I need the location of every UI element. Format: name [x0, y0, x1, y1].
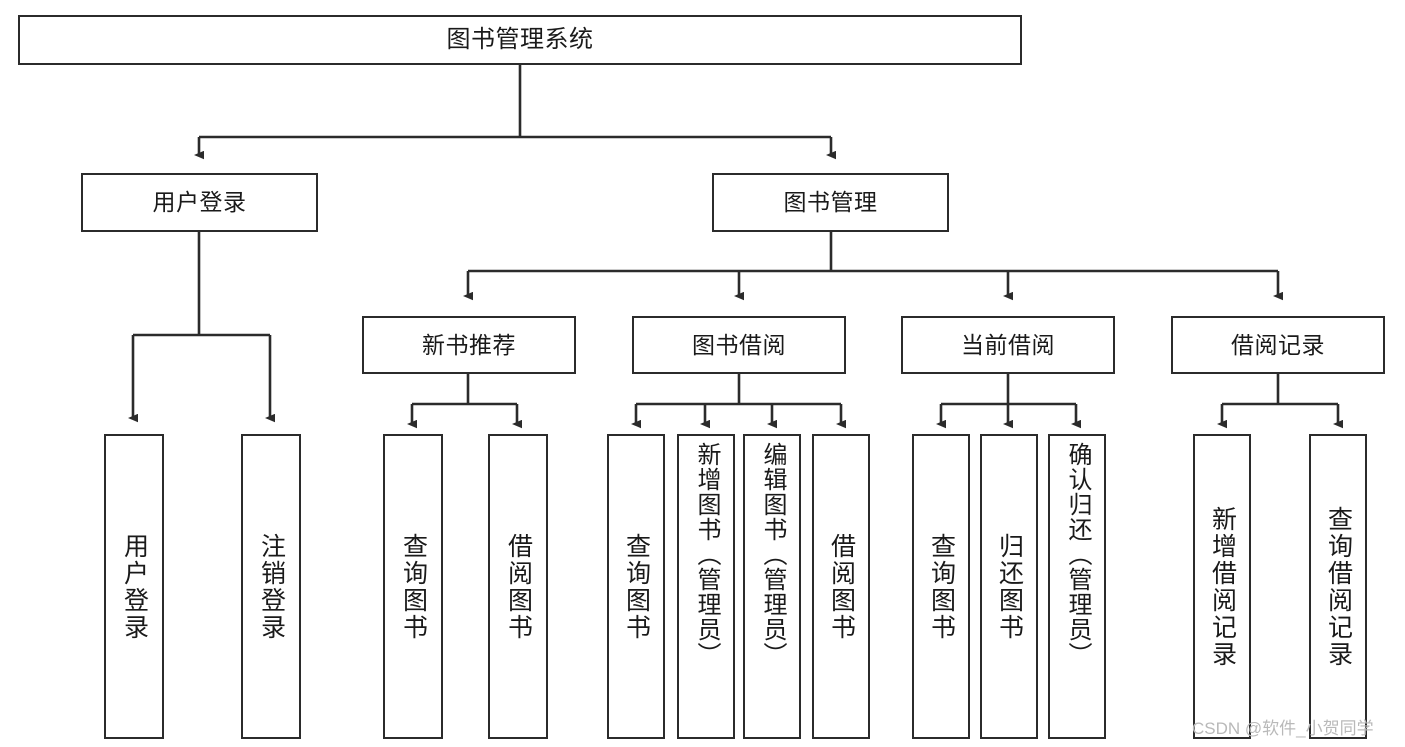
leaf-borrow-edit-book-admin-label: 编辑图书（管理员） — [759, 442, 786, 667]
leaf-borrow-add-book-admin[interactable]: 新增图书（管理员） — [677, 434, 735, 739]
node-book-management-label: 图书管理 — [783, 189, 878, 216]
leaf-borrow-add-book-admin-label: 新增图书（管理员） — [693, 442, 720, 667]
leaf-record-query-record[interactable]: 查询借阅记录 — [1309, 434, 1367, 739]
leaf-current-query-book[interactable]: 查询图书 — [912, 434, 970, 739]
node-book-borrow-label: 图书借阅 — [692, 331, 786, 358]
leaf-borrow-query-book[interactable]: 查询图书 — [607, 434, 665, 739]
leaf-current-query-book-label: 查询图书 — [927, 532, 956, 641]
leaf-newbook-query-book[interactable]: 查询图书 — [383, 434, 443, 739]
leaf-borrow-edit-book-admin[interactable]: 编辑图书（管理员） — [743, 434, 801, 739]
leaf-record-query-record-label: 查询借阅记录 — [1324, 505, 1353, 668]
leaf-record-add-record-label: 新增借阅记录 — [1208, 505, 1237, 668]
node-borrow-record-label: 借阅记录 — [1231, 331, 1325, 358]
csdn-watermark: CSDN @软件_小贺同学 — [1192, 719, 1374, 738]
leaf-borrow-query-book-label: 查询图书 — [622, 532, 651, 641]
node-current-borrow-label: 当前借阅 — [961, 331, 1055, 358]
leaf-current-confirm-return-admin[interactable]: 确认归还（管理员） — [1048, 434, 1106, 739]
leaf-user-login-signout[interactable]: 注销登录 — [241, 434, 301, 739]
node-user-login-label: 用户登录 — [152, 189, 247, 216]
node-current-borrow[interactable]: 当前借阅 — [901, 316, 1115, 374]
node-user-login[interactable]: 用户登录 — [81, 173, 318, 232]
leaf-current-return-book-label: 归还图书 — [995, 532, 1024, 641]
leaf-borrow-borrow-book[interactable]: 借阅图书 — [812, 434, 870, 739]
node-root-system-label: 图书管理系统 — [446, 26, 594, 54]
leaf-user-login-signout-label: 注销登录 — [257, 532, 286, 641]
node-new-book-recommend[interactable]: 新书推荐 — [362, 316, 576, 374]
leaf-user-login-signin-label: 用户登录 — [120, 532, 149, 641]
leaf-newbook-borrow-book-label: 借阅图书 — [504, 532, 533, 641]
node-borrow-record[interactable]: 借阅记录 — [1171, 316, 1385, 374]
leaf-newbook-borrow-book[interactable]: 借阅图书 — [488, 434, 548, 739]
leaf-current-return-book[interactable]: 归还图书 — [980, 434, 1038, 739]
node-book-borrow[interactable]: 图书借阅 — [632, 316, 846, 374]
node-root-system[interactable]: 图书管理系统 — [18, 15, 1022, 65]
node-book-management[interactable]: 图书管理 — [712, 173, 949, 232]
leaf-current-confirm-return-admin-label: 确认归还（管理员） — [1064, 442, 1091, 667]
leaf-borrow-borrow-book-label: 借阅图书 — [827, 532, 856, 641]
leaf-user-login-signin[interactable]: 用户登录 — [104, 434, 164, 739]
leaf-record-add-record[interactable]: 新增借阅记录 — [1193, 434, 1251, 739]
node-new-book-recommend-label: 新书推荐 — [422, 331, 516, 358]
leaf-newbook-query-book-label: 查询图书 — [399, 532, 428, 641]
